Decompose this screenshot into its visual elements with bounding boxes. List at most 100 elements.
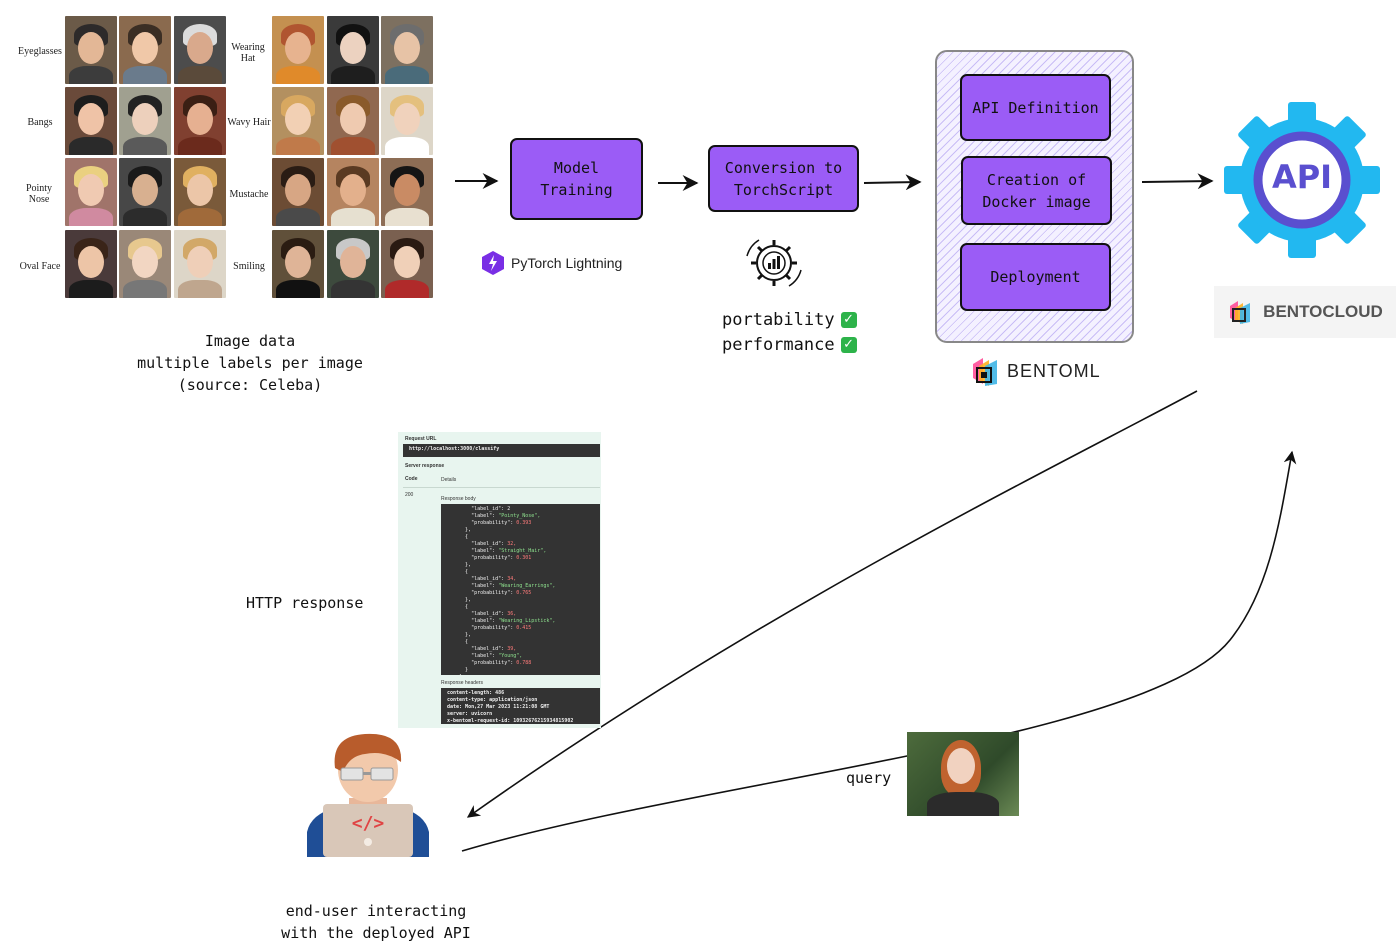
code-key: },: [447, 562, 472, 568]
model-training-label: Model Training: [540, 159, 613, 199]
arrow-conversion-to-bento: [863, 174, 922, 191]
photo-face: [78, 174, 104, 206]
docker-image-label-1: Creation of: [986, 170, 1087, 189]
code-key: "label":: [447, 548, 499, 554]
celeba-face-photo: [174, 158, 226, 226]
photo-body: [385, 208, 429, 226]
code-line: }: [447, 667, 594, 674]
label-mustache: Mustache: [229, 189, 269, 200]
photo-body: [123, 137, 167, 155]
code-key: {: [447, 604, 469, 610]
conversion-label-1: Conversion to: [724, 158, 843, 177]
benefit-performance: performance✓: [722, 333, 857, 358]
bentoml-cube-icon: [973, 358, 997, 386]
code-line: {: [447, 569, 594, 576]
code-key: "probability":: [447, 520, 517, 526]
code-line: {: [447, 639, 594, 646]
code-value: 0.788: [516, 660, 532, 666]
http-response-panel: Request URL http://localhost:3000/classi…: [398, 432, 601, 728]
photo-face: [132, 174, 158, 206]
header-line: server: uvicorn: [447, 711, 493, 717]
code-value: "Wearing_Earrings",: [498, 583, 556, 589]
performance-gear-icon: [746, 239, 802, 287]
code-line: },: [447, 562, 594, 569]
photo-face: [285, 103, 311, 135]
code-key: },: [447, 632, 472, 638]
developer-avatar-icon: </>: [307, 733, 429, 857]
photo-face: [285, 32, 311, 64]
photo-face: [78, 32, 104, 64]
photo-body: [276, 280, 320, 298]
end-user-caption-line-2: with the deployed API: [281, 924, 471, 942]
query-photo-face: [947, 748, 975, 784]
code-key: "label_id":: [447, 576, 508, 582]
request-url-text: http://localhost:3000/classify: [409, 446, 500, 452]
photo-body: [331, 137, 375, 155]
svg-text:</>: </>: [352, 813, 385, 834]
celeba-face-photo: [381, 158, 433, 226]
deployment-box: Deployment: [960, 243, 1111, 311]
photo-body: [331, 208, 375, 226]
deployment-label: Deployment: [990, 268, 1081, 286]
code-value: "Wearing_Lipstick",: [498, 618, 556, 624]
photo-body: [123, 280, 167, 298]
photo-body: [123, 208, 167, 226]
code-line: "probability": 0.415: [447, 625, 594, 632]
photo-body: [385, 66, 429, 84]
label-smiling: Smiling: [233, 261, 265, 272]
bentoml-label: BENTOML: [1007, 360, 1101, 381]
photo-face: [132, 32, 158, 64]
code-key: {: [447, 639, 469, 645]
bentocloud-logo: BENTOCLOUD: [1214, 286, 1396, 338]
code-line: },: [447, 632, 594, 639]
photo-body: [331, 280, 375, 298]
label-bangs: Bangs: [27, 117, 53, 128]
label-eyeglasses: Eyeglasses: [18, 46, 62, 57]
lightning-icon: [482, 251, 504, 275]
docker-image-label-2: Docker image: [982, 192, 1091, 211]
celeba-face-photo: [119, 158, 171, 226]
code-key: "probability":: [447, 590, 517, 596]
api-definition-box: API Definition: [960, 74, 1111, 141]
celeba-face-photo: [174, 87, 226, 155]
header-line: content-length: 486: [447, 690, 505, 696]
code-line: "label_id": 39,: [447, 646, 594, 653]
code-value: 0.393: [516, 520, 532, 526]
code-line: "label": "Pointy_Nose",: [447, 513, 594, 520]
pytorch-lightning-logo: PyTorch Lightning: [481, 250, 622, 276]
label-oval-face: Oval Face: [19, 261, 61, 272]
celeba-face-photo: [174, 230, 226, 298]
code-key: {: [447, 534, 469, 540]
photo-body: [276, 137, 320, 155]
arrow-user-query-to-api: [461, 450, 1297, 852]
code-line: "label": "Young",: [447, 653, 594, 660]
code-line: "label": "Wearing_Lipstick",: [447, 618, 594, 625]
status-code: 200: [405, 492, 414, 498]
celeba-face-photo: [327, 158, 379, 226]
celeba-face-photo: [327, 87, 379, 155]
photo-face: [394, 246, 420, 278]
divider: [403, 487, 600, 488]
bentocloud-label: BENTOCLOUD: [1263, 302, 1383, 321]
photo-face: [285, 174, 311, 206]
model-training-box: Model Training: [510, 138, 643, 220]
photo-body: [69, 208, 113, 226]
code-value: 32,: [507, 541, 517, 547]
photo-face: [132, 103, 158, 135]
label-wavy-hair: Wavy Hair: [227, 117, 271, 128]
benefit-performance-label: performance: [722, 335, 835, 355]
arrow-api-to-user: [466, 390, 1198, 818]
code-line: "probability": 0.301: [447, 555, 594, 562]
celeba-face-photo: [381, 87, 433, 155]
code-key: "label":: [447, 653, 499, 659]
code-key: "probability":: [447, 555, 517, 561]
docker-image-box: Creation of Docker image: [961, 156, 1112, 225]
photo-body: [385, 280, 429, 298]
code-line: "label_id": 36,: [447, 611, 594, 618]
celeba-face-photo: [65, 230, 117, 298]
celeba-face-photo: [381, 230, 433, 298]
celeba-face-photo: [65, 16, 117, 84]
code-line: "label": "Wearing_Earrings",: [447, 583, 594, 590]
photo-body: [276, 66, 320, 84]
